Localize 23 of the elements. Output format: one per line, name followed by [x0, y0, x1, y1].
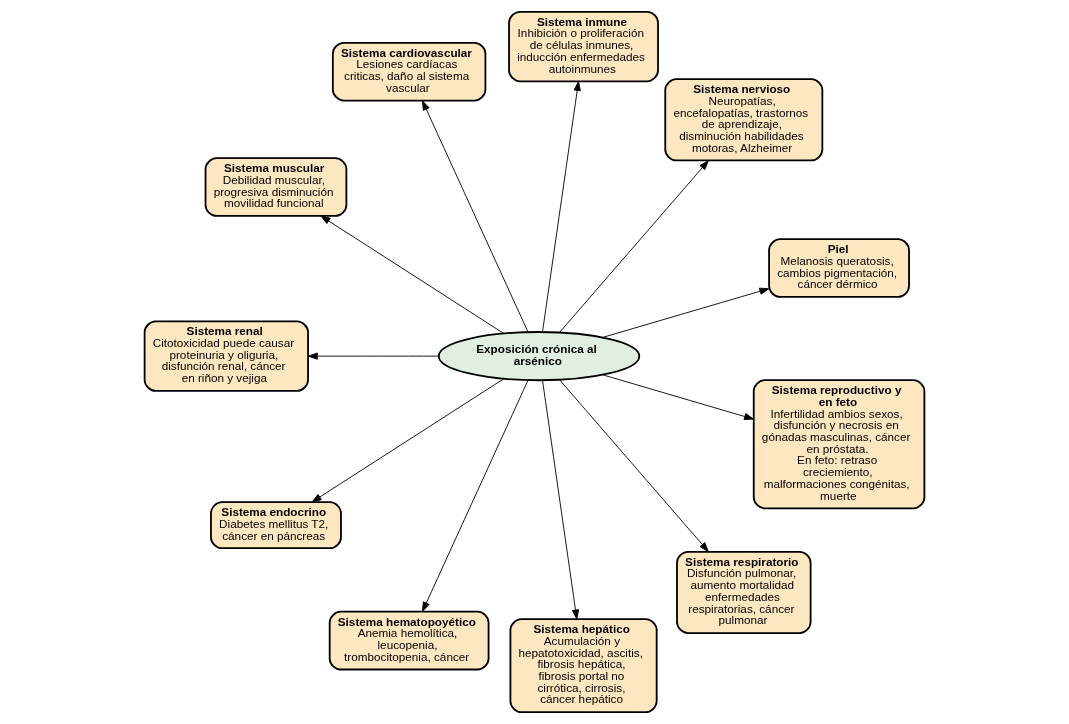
node-box: Sistema hepático Acumulación y hepatotoxicidad, ascitis, fibrosis hepática, fibrosis portal no cirrótica, cirrosis, cáncer hepático — [509, 618, 658, 714]
node-ellipse: Exposición crónica al arsénico — [437, 331, 641, 382]
arrow — [602, 374, 754, 421]
node-box: Sistema reproductivo y en feto Infertilidad ambios sexos, disfunción y necrosis en gónadas masculinas, cáncer en próstata. En feto: retraso creciemiento, malformaciones congénitas, muerte — [752, 379, 926, 510]
node-box: Piel Melanosis queratosis, cambios pigmentación, cáncer dérmico — [768, 238, 910, 298]
arrow — [559, 379, 709, 552]
arrow — [542, 80, 581, 333]
node-box: Sistema endocrino Diabetes mellitus T2, cáncer en páncreas — [210, 501, 342, 550]
arrow — [307, 352, 439, 360]
node-box: Sistema inmune Inhibición o proliferación de células inmunes, inducción enfermedades autoinmunes — [508, 10, 659, 83]
node-box: Sistema respiratorio Disfunción pulmonar, aumento mortalidad enfermedades respiratorias, cáncer pulmonar — [676, 550, 812, 634]
arrow — [320, 215, 504, 334]
arrow — [559, 160, 709, 333]
arrow — [422, 100, 529, 333]
arrow — [602, 287, 770, 338]
arrow — [422, 379, 529, 612]
node-box: Sistema hematopoyético Anemia hemolítica, leucopenia, trombocitopenia, cáncer — [328, 610, 490, 671]
arrow — [542, 379, 580, 620]
node-box: Sistema cardiovascular Lesiones cardíacas criticas, daño al sistema vascular — [331, 41, 487, 102]
node-box: Sistema muscular Debilidad muscular, progresiva disminución movilidad funcional — [204, 157, 348, 217]
arrow — [311, 378, 504, 503]
node-box: Sistema renal Citotoxicidad puede causar proteinuria y oliguria, disfunción renal, cáncer en riñon y vejiga — [143, 320, 309, 392]
node-box: Sistema nervioso Neuropatías, encefalopatías, trastornos de aprendizaje, disminución habilidades motoras, Alzheimer — [664, 78, 824, 162]
